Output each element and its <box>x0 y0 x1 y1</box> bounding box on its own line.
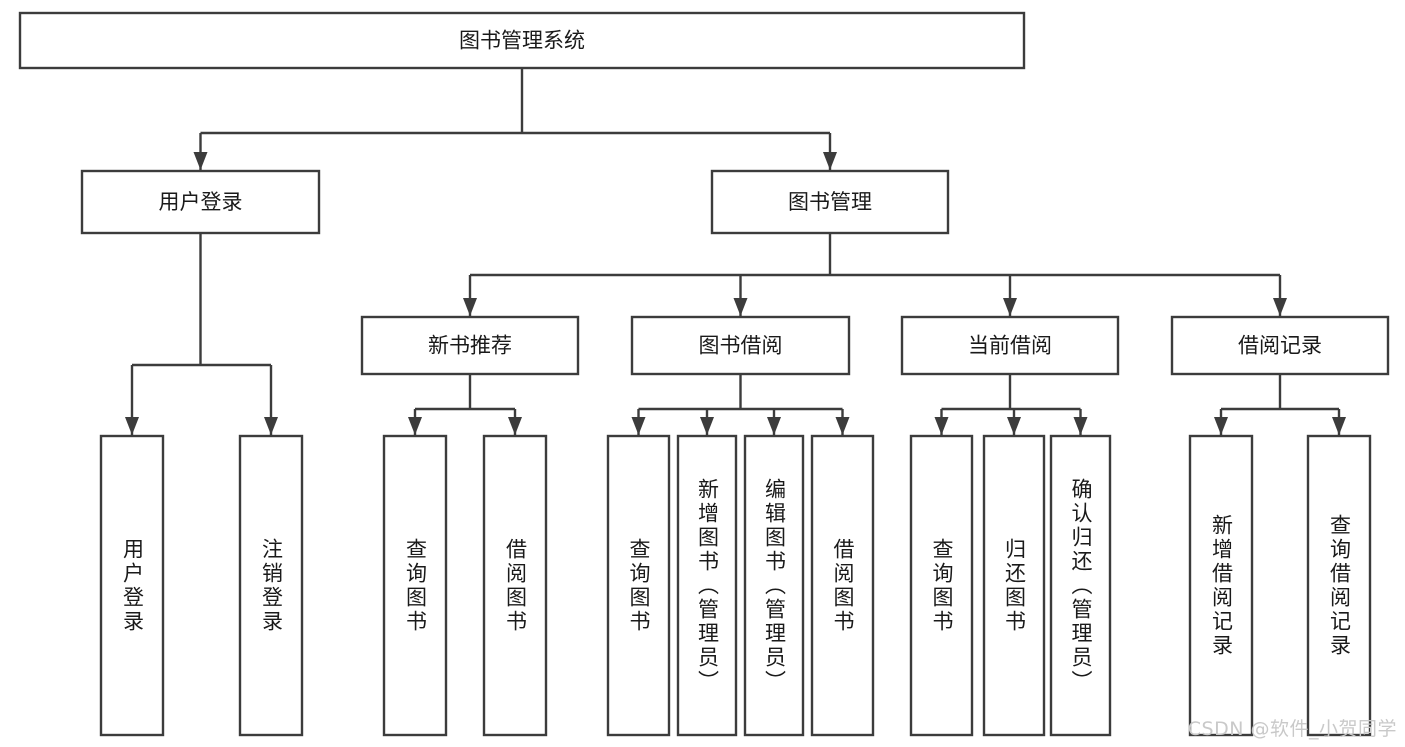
node-label-root: 图书管理系统 <box>459 29 585 53</box>
arrow-head-icon <box>631 417 646 435</box>
node-box-leaf-9[interactable] <box>982 434 1046 737</box>
arrow-head-icon <box>1003 298 1017 316</box>
arrow-head-icon <box>463 298 477 316</box>
node-label-level3-1: 图书借阅 <box>699 334 783 358</box>
boxes-layer <box>18 11 1390 737</box>
arrow-head-icon <box>264 417 278 435</box>
node-box-leaf-12[interactable] <box>1306 434 1372 737</box>
arrow-head-icon <box>408 417 422 435</box>
node-box-level2-1[interactable] <box>710 169 950 235</box>
arrow-head-icon <box>1073 417 1088 435</box>
arrow-head-icon <box>1332 417 1346 435</box>
node-box-level3-3[interactable] <box>1170 315 1390 376</box>
node-box-leaf-4[interactable] <box>606 434 671 737</box>
arrow-head-icon <box>125 417 139 435</box>
arrow-head-icon <box>934 417 949 435</box>
node-box-level3-0[interactable] <box>360 315 580 376</box>
node-box-leaf-6[interactable] <box>743 434 805 737</box>
node-box-leaf-0[interactable] <box>99 434 165 737</box>
node-label-level3-2: 当前借阅 <box>968 334 1052 358</box>
node-box-leaf-10[interactable] <box>1049 434 1112 737</box>
node-label-level2-1: 图书管理 <box>788 190 872 214</box>
node-box-leaf-7[interactable] <box>810 434 875 737</box>
node-label-level3-0: 新书推荐 <box>428 334 512 358</box>
arrow-head-icon <box>1214 417 1228 435</box>
csdn-watermark: CSDN @软件_小贺同学 <box>1187 718 1397 740</box>
node-box-level3-2[interactable] <box>900 315 1120 376</box>
arrow-head-icon <box>1007 417 1021 435</box>
arrow-head-icon <box>508 417 522 435</box>
node-box-root[interactable] <box>18 11 1026 70</box>
arrow-head-icon <box>835 417 850 435</box>
arrow-head-icon <box>733 298 748 316</box>
node-label-level2-0: 用户登录 <box>159 190 243 214</box>
arrow-head-icon <box>767 417 781 435</box>
arrow-head-icon <box>823 152 837 170</box>
arrow-head-icon <box>193 152 208 170</box>
node-box-leaf-11[interactable] <box>1188 434 1254 737</box>
node-box-leaf-2[interactable] <box>382 434 448 737</box>
node-box-leaf-1[interactable] <box>238 434 304 737</box>
node-label-level3-3: 借阅记录 <box>1238 334 1322 358</box>
arrow-head-icon <box>700 417 714 435</box>
node-box-leaf-5[interactable] <box>676 434 738 737</box>
arrow-head-icon <box>1273 298 1287 316</box>
node-box-level3-1[interactable] <box>630 315 851 376</box>
node-box-level2-0[interactable] <box>80 169 321 235</box>
node-box-leaf-3[interactable] <box>482 434 548 737</box>
edges-layer <box>125 68 1346 435</box>
node-box-leaf-8[interactable] <box>909 434 974 737</box>
